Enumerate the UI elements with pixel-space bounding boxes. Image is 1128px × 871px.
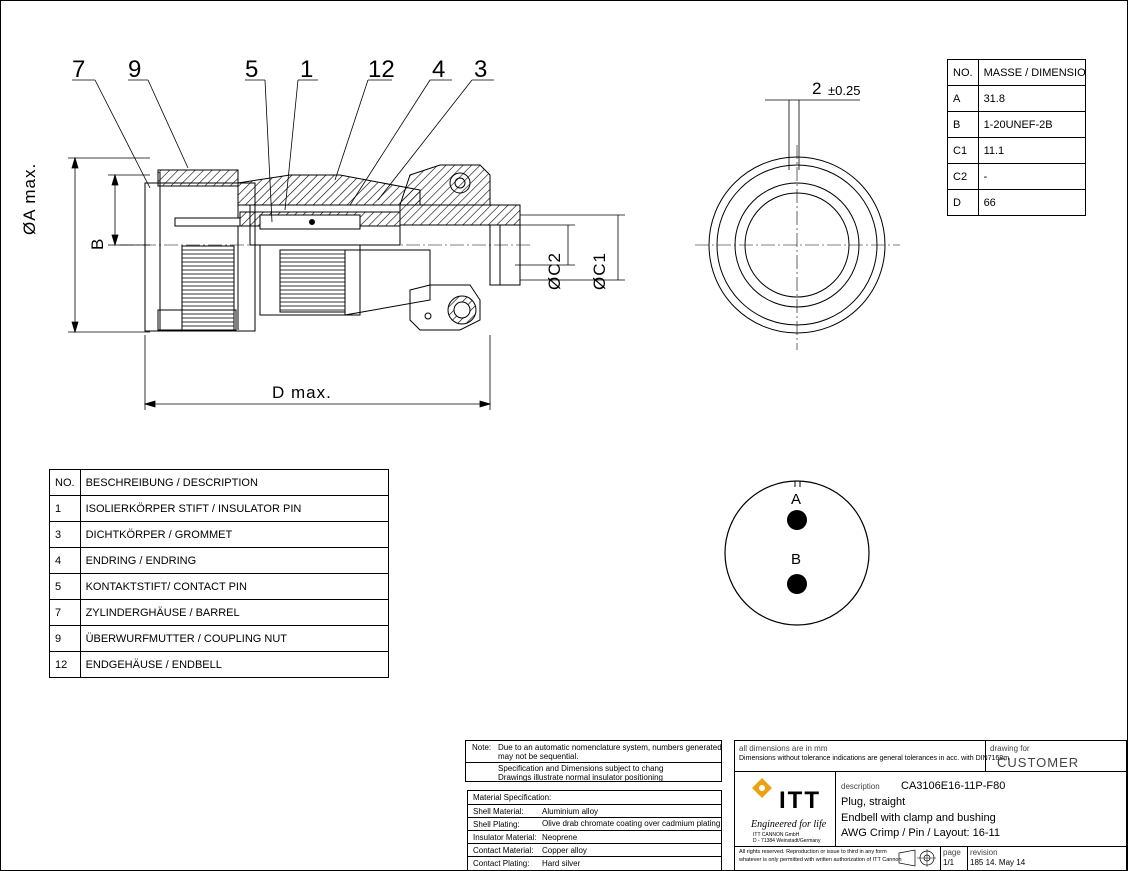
desc-line1: Plug, straight xyxy=(841,796,906,808)
material-value-plating: Olive drab chromate coating over cadmium… xyxy=(542,819,721,828)
dim-c1-label: ØC1 xyxy=(590,252,609,290)
revision-value: 185 14. May 14 xyxy=(970,858,1026,867)
rights-line2: whatever is only permitted with written … xyxy=(739,857,902,863)
material-label-shell: Shell Material: xyxy=(473,807,524,816)
callout-3: 3 xyxy=(474,56,488,83)
knurl-rear xyxy=(279,249,346,313)
callout-5: 5 xyxy=(245,56,259,83)
desc-line2: Endbell with clamp and bushing xyxy=(841,812,996,824)
endbell-section xyxy=(237,174,421,206)
dim-gap-label: 2 xyxy=(812,79,823,98)
page-value: 1/1 xyxy=(943,858,955,867)
company-name: ITT CANNON GmbH xyxy=(753,832,800,838)
dim-b-label: B xyxy=(88,237,107,250)
material-value-contact: Copper alloy xyxy=(542,846,587,855)
face-label-a: A xyxy=(791,491,802,508)
drawing-for-label: drawing for xyxy=(990,744,1030,753)
callout-7: 7 xyxy=(72,56,86,83)
units-note: all dimensions are in mm xyxy=(739,744,828,753)
table-row: C2- xyxy=(947,163,1086,190)
projection-symbol-icon xyxy=(898,849,936,867)
material-title: Material Specification: xyxy=(473,793,552,802)
material-value-contact-plating: Hard silver xyxy=(542,859,581,868)
coupling-nut-section xyxy=(157,169,239,187)
material-label-insulator: Insulator Material: xyxy=(473,833,537,842)
notes-box: Note: Due to an automatic nomenclature s… xyxy=(465,740,722,782)
rights-line1: All rights reserved. Reproduction or iss… xyxy=(739,849,887,855)
part-number: CA3106E16-11P-F80 xyxy=(901,780,1006,792)
clamp-section xyxy=(399,164,491,206)
dim-a-label: ØA max. xyxy=(20,162,39,235)
material-label-contact-plating: Contact Plating: xyxy=(473,859,530,868)
face-label-b: B xyxy=(791,551,802,568)
material-label-plating: Shell Plating: xyxy=(473,820,520,829)
knurl-front xyxy=(181,245,235,331)
page-label: page xyxy=(943,848,961,857)
material-spec-box: Material Specification: Shell Material: … xyxy=(467,790,722,871)
notes-line2: may not be sequential. xyxy=(498,752,579,761)
callout-9: 9 xyxy=(128,56,142,83)
contact-pin xyxy=(174,217,241,227)
end-view xyxy=(695,99,900,350)
bushing-section xyxy=(399,204,521,226)
itt-logo-text: ITT xyxy=(779,787,821,814)
itt-logo-mark xyxy=(752,778,772,798)
callout-12: 12 xyxy=(368,56,395,83)
dim-d-label: D max. xyxy=(272,383,332,402)
pin-face-view xyxy=(724,480,870,626)
dim-gap-tolerance: ±0.25 xyxy=(828,83,861,98)
company-address: D - 71384 Weinstadt/Germany xyxy=(753,838,821,844)
desc-line3: AWG Crimp / Pin / Layout: 16-11 xyxy=(841,827,1000,839)
material-label-contact: Contact Material: xyxy=(473,846,534,855)
revision-label: revision xyxy=(970,848,998,857)
callout-4: 4 xyxy=(432,56,446,83)
title-block: all dimensions are in mm Dimensions with… xyxy=(734,740,1127,871)
tagline: Engineered for life xyxy=(751,819,827,830)
dim-c2-label: ØC2 xyxy=(545,252,564,290)
notes-line3: Specification and Dimensions subject to … xyxy=(498,764,664,773)
description-label: description xyxy=(841,782,880,791)
material-value-insulator: Neoprene xyxy=(542,833,578,842)
notes-line1: Due to an automatic nomenclature system,… xyxy=(498,743,722,752)
notes-label: Note: xyxy=(472,743,492,752)
table-row: NO.BESCHREIBUNG / DESCRIPTION xyxy=(49,469,390,496)
tolerance-note: Dimensions without tolerance indications… xyxy=(739,755,1010,762)
table-row: NO.MASSE / DIMENSION xyxy=(947,59,1086,86)
notes-line4: Drawings illustrate normal insulator pos… xyxy=(498,773,663,782)
material-value-shell: Aluminium alloy xyxy=(542,807,599,816)
customer-name: CUSTOMER xyxy=(997,755,1080,770)
callout-1: 1 xyxy=(300,56,314,83)
